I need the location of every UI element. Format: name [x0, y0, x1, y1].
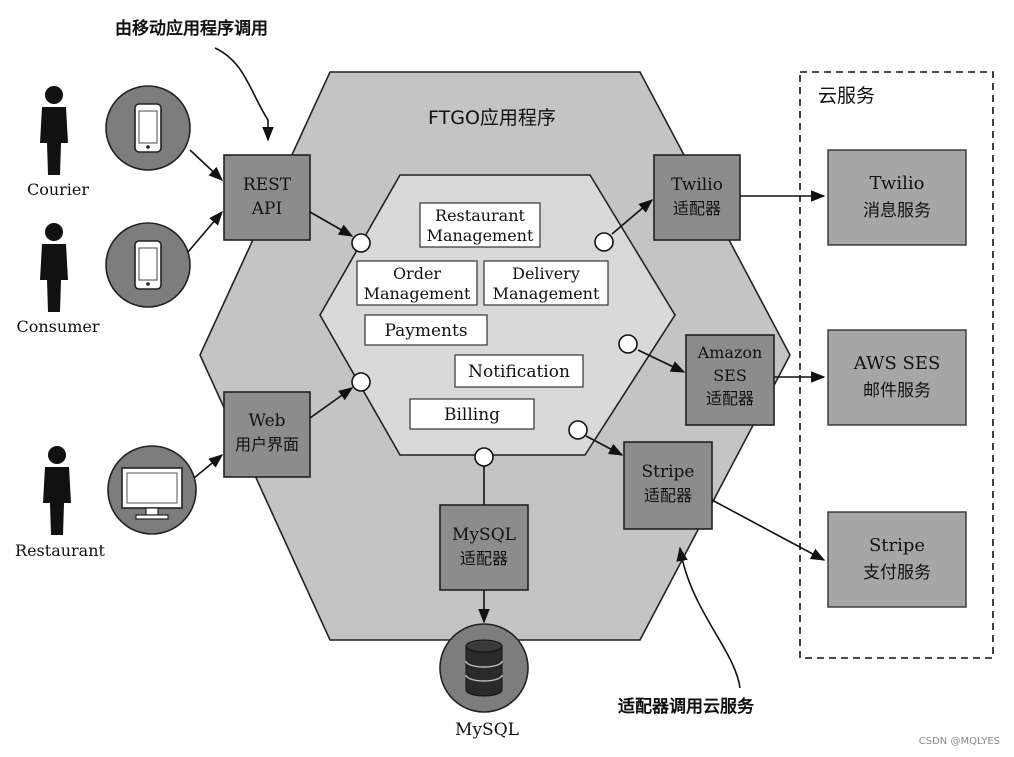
- actor-label-consumer: Consumer: [17, 317, 100, 336]
- ses-adapter-line3: 适配器: [706, 389, 754, 408]
- stripe-service-line2: 支付服务: [863, 563, 931, 583]
- ses-service-line1: AWS SES: [853, 353, 941, 374]
- module-delivery-management: Delivery Management: [483, 260, 609, 306]
- person-icon: [43, 446, 71, 535]
- module-billing: Billing: [409, 398, 535, 430]
- mysql-adapter: MySQL 适配器: [439, 504, 529, 591]
- database-icon: [465, 639, 503, 697]
- cloud-services-region: [799, 71, 994, 659]
- stripe-adapter-line1: Stripe: [642, 462, 695, 482]
- annotation-mobile-curve: [214, 47, 274, 142]
- stripe-adapter-line2: 适配器: [644, 486, 692, 505]
- ses-service-line2: 邮件服务: [863, 381, 931, 401]
- cloud-services-title: 云服务: [818, 85, 875, 107]
- web-to-port-arrow: [309, 387, 354, 419]
- web-ui-adapter: Web 用户界面: [223, 391, 311, 478]
- twilio-service-line1: Twilio: [870, 173, 925, 194]
- watermark: CSDN @MQLYES: [919, 736, 1000, 747]
- stripe-to-cloud-arrow: [711, 499, 826, 561]
- port-to-twilio-arrow: [611, 199, 654, 235]
- port-stripe-outbound: [568, 420, 588, 440]
- actor-courier: Courier: [27, 85, 191, 199]
- port-twilio-outbound: [594, 232, 614, 252]
- amazon-ses-adapter: Amazon SES 适配器: [685, 334, 775, 426]
- monitor-icon: [121, 467, 183, 520]
- module-billing-label: Billing: [444, 405, 500, 425]
- port-ses-outbound: [618, 334, 638, 354]
- twilio-messaging-service: Twilio 消息服务: [827, 149, 967, 246]
- rest-api-label-line2: API: [251, 199, 282, 219]
- module-payments: Payments: [364, 314, 488, 346]
- ses-adapter-line1: Amazon: [697, 343, 763, 362]
- port-mysql-outbound: [474, 447, 494, 467]
- person-icon: [40, 86, 68, 175]
- port-to-ses-arrow: [637, 349, 686, 373]
- annotation-adapter-calls-cloud: 适配器调用云服务: [618, 696, 755, 717]
- ses-adapter-line2: SES: [713, 366, 747, 385]
- stripe-adapter: Stripe 适配器: [623, 441, 713, 530]
- twilio-adapter-line2: 适配器: [673, 199, 721, 218]
- module-notification-label: Notification: [468, 362, 570, 382]
- module-restaurant-line1: Restaurant: [435, 206, 525, 225]
- actor-restaurant: Restaurant: [15, 445, 197, 560]
- module-restaurant-line2: Management: [427, 226, 534, 245]
- module-notification: Notification: [454, 354, 584, 388]
- twilio-adapter: Twilio 适配器: [653, 154, 741, 241]
- port-to-stripe-arrow: [585, 435, 624, 456]
- module-restaurant-management: Restaurant Management: [419, 202, 541, 248]
- port-rest-inbound: [351, 233, 371, 253]
- module-order-line2: Management: [364, 284, 471, 303]
- web-ui-label-line2: 用户界面: [235, 435, 299, 454]
- actor-label-restaurant: Restaurant: [15, 541, 105, 560]
- aws-ses-email-service: AWS SES 邮件服务: [827, 329, 967, 426]
- rest-api-adapter: REST API: [223, 154, 311, 241]
- annotation-cloud-curve: [676, 546, 741, 689]
- annotation-mobile-calls: 由移动应用程序调用: [115, 18, 268, 39]
- inner-hexagon: [319, 174, 676, 456]
- stripe-payment-service: Stripe 支付服务: [827, 511, 967, 608]
- consumer-to-rest-arrow: [187, 210, 223, 253]
- web-ui-label-line1: Web: [248, 411, 285, 431]
- actor-consumer: Consumer: [17, 222, 191, 336]
- module-payments-label: Payments: [384, 321, 467, 341]
- actor-label-courier: Courier: [27, 180, 89, 199]
- twilio-adapter-line1: Twilio: [671, 175, 723, 195]
- module-delivery-line2: Management: [493, 284, 600, 303]
- module-order-line1: Order: [393, 264, 441, 283]
- restaurant-to-web-arrow: [193, 454, 224, 479]
- mysql-database-label: MySQL: [455, 720, 519, 740]
- module-delivery-line1: Delivery: [512, 264, 580, 283]
- port-web-inbound: [351, 372, 371, 392]
- app-title: FTGO应用程序: [428, 107, 556, 129]
- rest-api-label-line1: REST: [243, 175, 292, 195]
- mysql-adapter-line1: MySQL: [452, 525, 516, 545]
- person-icon: [40, 223, 68, 312]
- mysql-adapter-line2: 适配器: [460, 549, 508, 568]
- stripe-service-line1: Stripe: [869, 535, 925, 556]
- smartphone-icon: [134, 240, 162, 290]
- twilio-service-line2: 消息服务: [863, 201, 931, 221]
- mysql-database: MySQL: [439, 623, 529, 740]
- courier-to-rest-arrow: [189, 149, 224, 181]
- smartphone-icon: [134, 103, 162, 153]
- rest-to-port-arrow: [309, 211, 354, 237]
- module-order-management: Order Management: [356, 260, 478, 306]
